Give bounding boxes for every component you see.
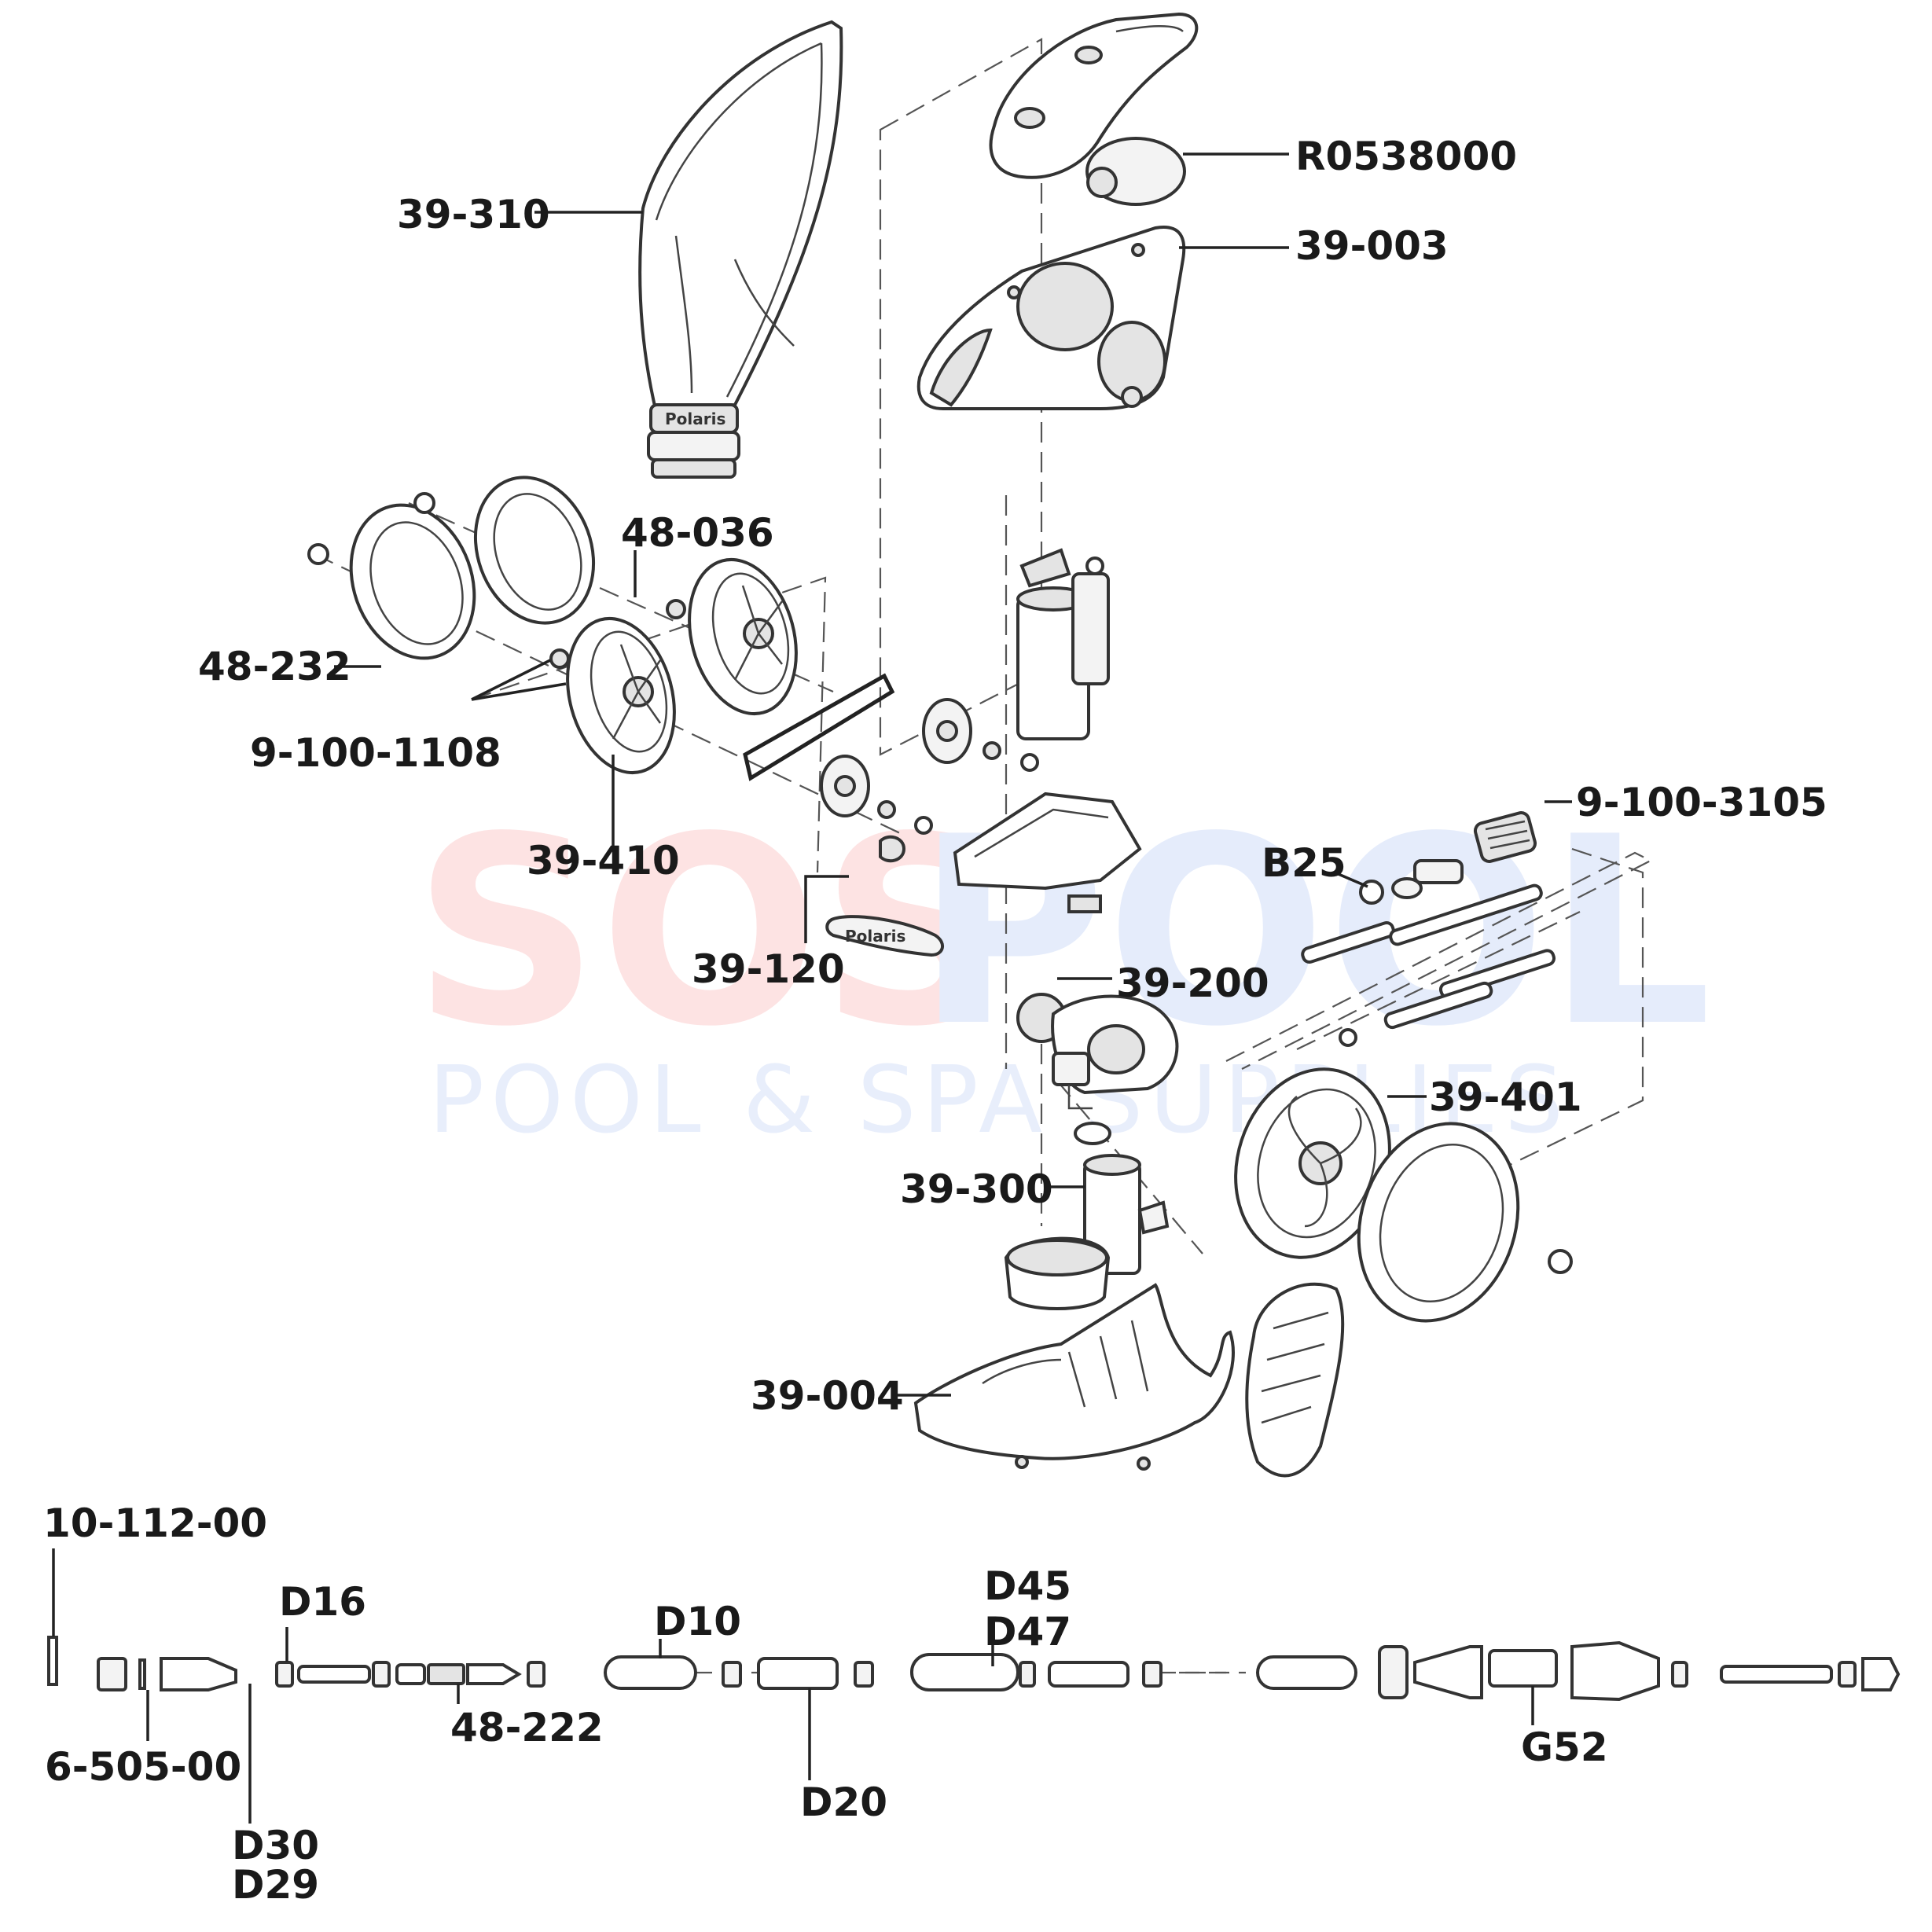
label-48-232: 48-232 [198,644,351,689]
hose-swivel-g52[interactable] [1488,1649,1558,1688]
back-up-hose-assembly[interactable] [1301,883,1556,1047]
label-r0538000: R0538000 [1295,134,1517,179]
adapter-1[interactable] [466,1663,522,1685]
sweep-hose-tail[interactable] [1570,1640,1660,1702]
label-39-300: 39-300 [900,1166,1053,1212]
swivel-d20[interactable] [757,1657,839,1690]
label-39-003: 39-003 [1295,223,1449,269]
label-d47: D47 [984,1609,1071,1655]
hose-nut-7[interactable] [1142,1661,1163,1688]
pressure-relief-valve[interactable] [160,1657,237,1691]
hose-section-1[interactable] [297,1665,371,1684]
label-d30: D30 [232,1823,319,1868]
top-cover[interactable] [916,226,1186,410]
tire-outer-left[interactable] [330,487,494,675]
bumper-39-120[interactable]: Polaris [825,835,944,957]
gears-center[interactable] [820,698,1039,835]
hose-nut-d16[interactable] [275,1661,294,1688]
bearing-9-100-1108[interactable] [549,648,570,669]
wheel-nut[interactable] [1378,1645,1409,1699]
handle-assembly[interactable] [989,12,1199,179]
float-d45[interactable] [910,1653,1019,1691]
swivel-column[interactable] [1016,548,1110,740]
bottom-body-39-004[interactable] [913,1283,1235,1471]
hose-nut-8[interactable] [1671,1661,1688,1688]
debris-bag[interactable]: Polaris [638,20,843,479]
label-39-120: 39-120 [692,946,845,992]
front-grate[interactable] [1245,1282,1345,1478]
label-d29: D29 [232,1862,319,1908]
hose-end-cap[interactable] [1861,1657,1901,1691]
wheel-hub-left[interactable] [551,607,690,785]
washer-small-2 [413,492,435,514]
wheel-39-401[interactable] [1212,1049,1413,1278]
hose-section-end[interactable] [1720,1665,1833,1684]
label-39-410: 39-410 [527,838,680,883]
label-6-505-00: 6-505-00 [45,1744,241,1790]
filter-screen-9-100-3105[interactable] [1473,811,1537,863]
label-39-004: 39-004 [751,1373,904,1419]
label-b25: B25 [1262,840,1346,886]
label-d20: D20 [800,1780,887,1825]
label-48-036: 48-036 [621,510,774,556]
feed-pipe-39-300[interactable] [1004,1122,1170,1310]
drive-assembly-39-200[interactable] [1016,993,1179,1110]
part-10-112-00[interactable] [47,1636,58,1686]
label-9-100-1108: 9-100-1108 [250,730,501,776]
hose-nut-3[interactable] [527,1661,545,1688]
watermark-subtitle: POOL & SPA SUPPLIES [428,1045,1570,1154]
washer-small-1 [307,543,329,565]
label-39-310: 39-310 [397,192,550,237]
label-d16: D16 [279,1579,366,1625]
swivel-1[interactable] [395,1663,426,1685]
chassis-frame[interactable] [953,792,1142,913]
hose-nut-4[interactable] [722,1661,742,1688]
tire-inner-left[interactable] [456,461,613,640]
hose-nut-6[interactable] [1019,1661,1036,1688]
wheel-hub-rear[interactable] [673,548,812,726]
o-ring [1074,1122,1111,1145]
part-labels: 39-310 R0538000 39-003 48-036 48-232 9-1… [43,134,1827,1908]
bag-logo: Polaris [665,410,725,428]
part-6-505-00[interactable] [138,1658,146,1690]
label-g52: G52 [1521,1724,1608,1770]
hose-nut-end[interactable] [1838,1661,1857,1688]
float-d10[interactable] [604,1655,697,1690]
bearing-rear[interactable] [666,599,686,619]
tire-right[interactable] [1334,1103,1543,1342]
universal-wall-fitting[interactable] [1413,1645,1483,1699]
label-39-200: 39-200 [1116,960,1269,1006]
label-10-112-00: 10-112-00 [43,1500,267,1546]
hose-nut-2[interactable] [372,1661,391,1688]
handle-grip-part[interactable] [1085,137,1186,206]
quick-disconnect[interactable] [97,1657,127,1691]
drive-belt[interactable] [743,673,895,781]
filter-48-222[interactable] [427,1663,465,1685]
leader-lines [52,152,1572,1824]
hose-nut-5[interactable] [854,1661,874,1688]
bumper-logo: Polaris [845,927,905,946]
swivel-2[interactable] [1048,1661,1129,1688]
label-d45: D45 [984,1563,1071,1609]
label-9-100-3105: 9-100-3105 [1576,780,1827,825]
float-3[interactable] [1256,1655,1357,1690]
label-d10: D10 [654,1599,741,1644]
label-48-222: 48-222 [450,1705,604,1750]
label-39-401: 39-401 [1429,1074,1582,1120]
hub-cap-right[interactable] [1548,1249,1573,1274]
hose-line[interactable] [47,1636,1901,1702]
